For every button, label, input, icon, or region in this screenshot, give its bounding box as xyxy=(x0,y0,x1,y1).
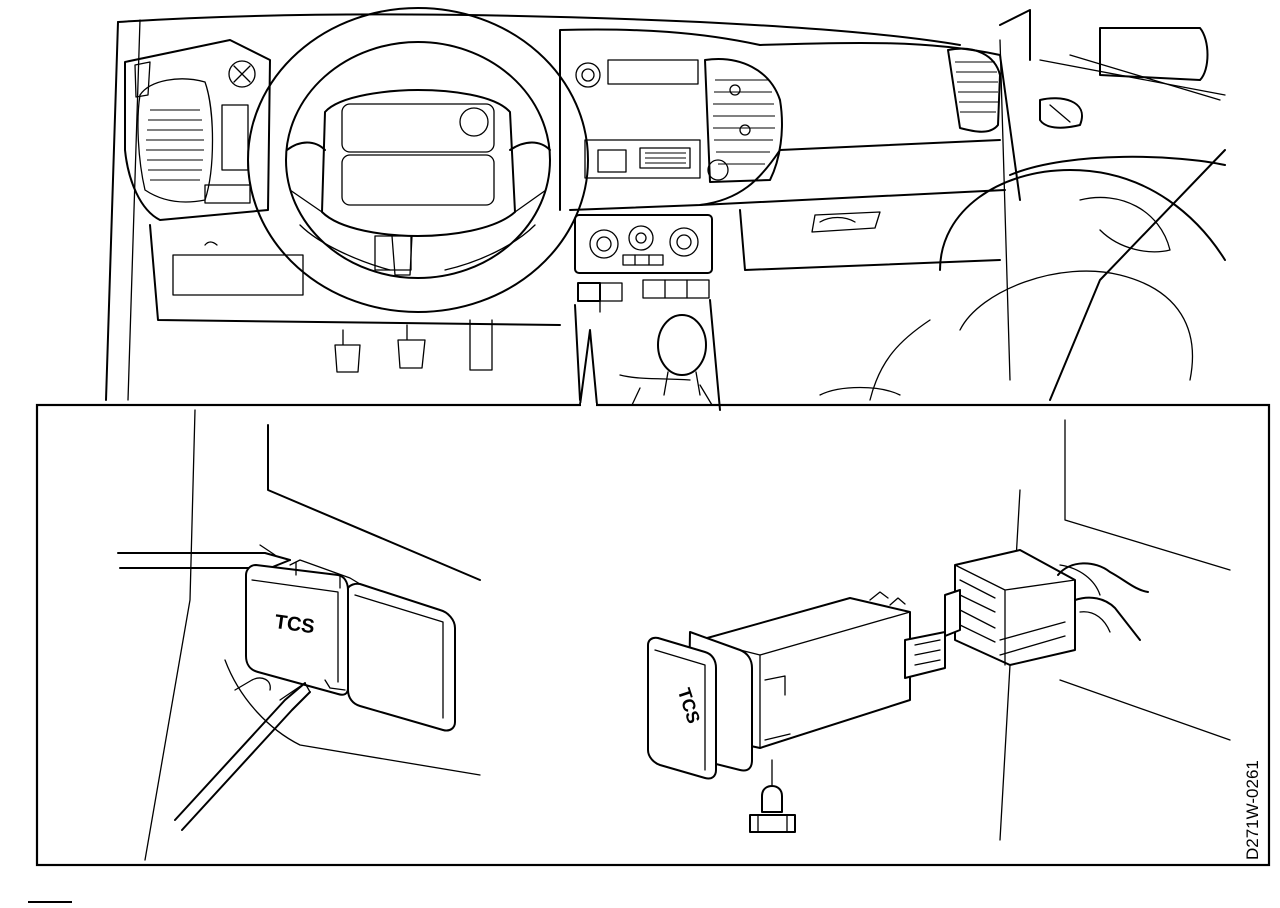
gear-lever xyxy=(574,299,721,411)
detail-frame xyxy=(35,403,1271,867)
drawing-code: D271W-0261 xyxy=(1243,760,1262,860)
console-switch-row xyxy=(577,279,710,313)
left-air-vent xyxy=(124,39,271,221)
center-console xyxy=(559,28,783,211)
right-dashboard xyxy=(699,9,1226,401)
removal-detail-left: TCS xyxy=(117,409,481,861)
detail-pointer xyxy=(579,329,598,406)
pedals xyxy=(334,319,493,373)
steering-wheel xyxy=(247,7,589,313)
bulb xyxy=(749,759,796,833)
left-knee-panel xyxy=(172,254,304,296)
dashboard-overview xyxy=(105,7,1226,411)
removal-detail-right: TCS D271W-0261 xyxy=(647,419,1262,860)
tcs-switch-location xyxy=(577,282,601,302)
heater-controls xyxy=(574,214,713,274)
wiring-connector xyxy=(944,549,1149,666)
tcs-switch: TCS xyxy=(245,564,349,696)
tcs-switch-removed: TCS xyxy=(647,591,946,780)
adjacent-blank-switch xyxy=(347,582,456,732)
